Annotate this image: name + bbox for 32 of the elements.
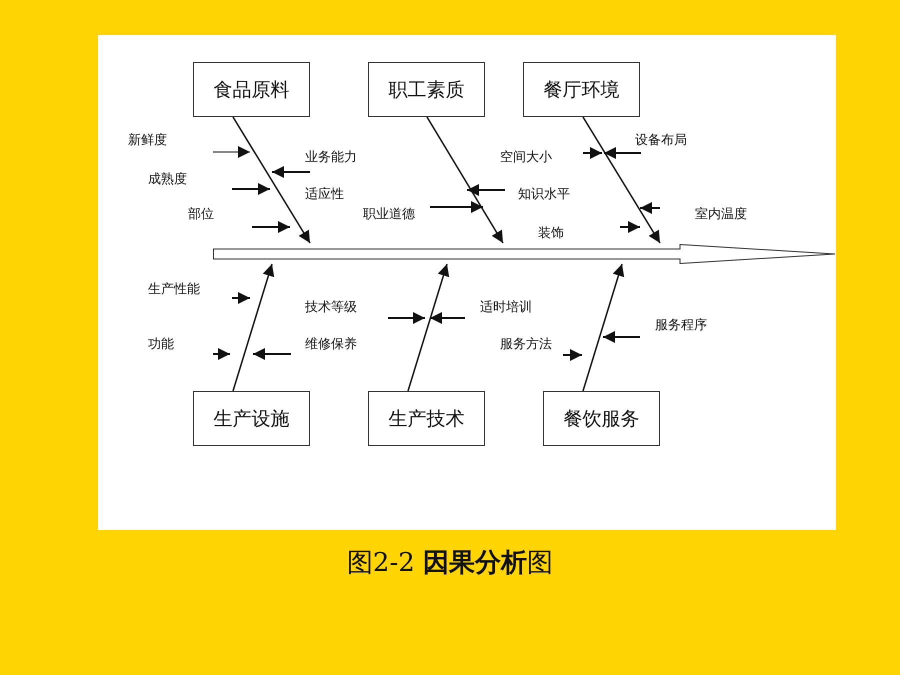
cause-label: 业务能力 (305, 150, 357, 165)
cause-label: 维修保养 (305, 337, 357, 352)
cause-label: 生产性能 (148, 282, 200, 297)
category-box: 生产设施 (193, 391, 310, 446)
cause-label: 知识水平 (518, 187, 570, 202)
spine-arrow (213, 244, 836, 264)
cause-label: 适时培训 (480, 300, 532, 315)
cause-label: 室内温度 (695, 207, 747, 222)
arrow (232, 116, 311, 244)
category-box: 职工素质 (368, 62, 485, 117)
cause-label: 功能 (148, 337, 174, 352)
cause-label: 技术等级 (305, 300, 357, 315)
cause-label: 适应性 (305, 187, 344, 202)
category-box: 餐厅环境 (523, 62, 640, 117)
cause-label: 新鲜度 (128, 133, 167, 148)
arrow (582, 264, 624, 392)
cause-label: 职业道德 (363, 207, 415, 222)
arrow (582, 116, 661, 244)
caption: 图2-2 因果分析图 (346, 548, 554, 578)
cause-label: 成熟度 (148, 172, 187, 187)
cause-label: 装饰 (538, 226, 564, 241)
category-box: 餐饮服务 (543, 391, 660, 446)
cause-label: 设备布局 (635, 133, 687, 148)
cause-label: 部位 (188, 207, 214, 222)
cause-label: 服务程序 (655, 318, 707, 333)
arrow (407, 264, 450, 392)
cause-label: 服务方法 (500, 337, 552, 352)
category-box: 生产技术 (368, 391, 485, 446)
category-box: 食品原料 (193, 62, 310, 117)
arrow (426, 116, 504, 244)
cause-label: 空间大小 (500, 150, 552, 165)
arrow (232, 264, 274, 392)
